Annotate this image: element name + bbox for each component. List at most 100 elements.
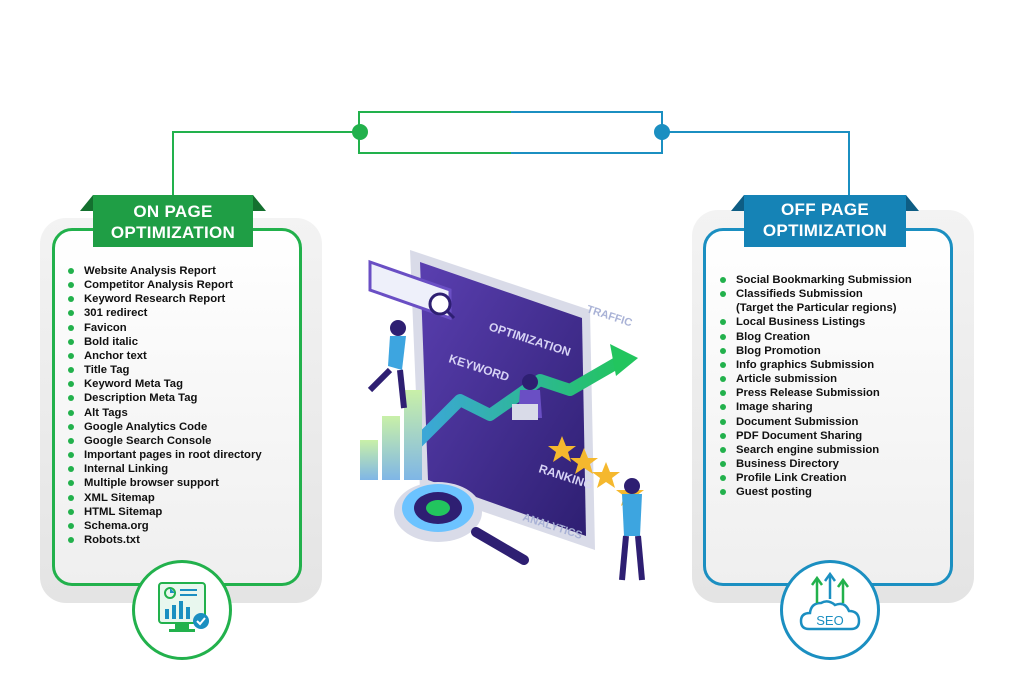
- off-page-list-item-text: PDF Document Sharing: [736, 429, 863, 442]
- seo-cloud-icon: SEO: [799, 571, 861, 631]
- bullet-dot-icon: [720, 291, 726, 298]
- report-analytics-monitor-icon: [158, 582, 209, 632]
- bullet-dot-icon: [720, 347, 726, 354]
- on-page-list-item: Competitor Analysis Report: [68, 278, 262, 292]
- on-page-list-item: Alt Tags: [68, 406, 262, 420]
- left-connector-vertical: [172, 131, 174, 199]
- on-page-panel: [52, 228, 302, 586]
- off-page-list-item-text: Guest posting: [736, 486, 812, 499]
- bullet-dot-icon: [68, 466, 74, 473]
- bullet-dot-icon: [720, 475, 726, 482]
- on-page-list-item: Multiple browser support: [68, 476, 262, 490]
- off-page-list-item-text: Classifieds Submission: [736, 288, 863, 301]
- bullet-dot-icon: [68, 452, 74, 459]
- off-page-list-item-text: Blog Promotion: [736, 344, 821, 357]
- off-page-list-item-text: Blog Creation: [736, 330, 811, 343]
- on-page-title-line1: ON PAGE: [133, 202, 213, 221]
- bullet-dot-icon: [720, 333, 726, 340]
- on-page-list-item-text: Internal Linking: [84, 463, 169, 476]
- analytics-magnifier: [394, 482, 529, 565]
- bullet-dot-icon: [68, 338, 74, 345]
- bullet-dot-icon: [720, 432, 726, 439]
- on-page-list-item: Important pages in root directory: [68, 448, 262, 462]
- seo-cloud-label: SEO: [816, 613, 843, 628]
- bullet-dot-icon: [68, 296, 74, 303]
- on-page-list-item: Schema.org: [68, 519, 262, 533]
- off-page-list-item: Blog Creation: [720, 330, 912, 344]
- search-bar: [368, 259, 456, 321]
- off-page-title-line1: OFF PAGE: [780, 200, 870, 219]
- off-page-list-item-text: (Target the Particular regions): [736, 302, 897, 315]
- off-page-list-item-text: Search engine submission: [736, 443, 880, 456]
- off-page-banner-folds: [731, 195, 919, 211]
- off-page-list-item: Document Submission: [720, 415, 912, 429]
- bullet-dot-icon: [68, 423, 74, 430]
- growth-arrow: [405, 354, 625, 455]
- bullet-dot-icon: [68, 352, 74, 359]
- on-page-list-item-text: Important pages in root directory: [84, 449, 262, 462]
- growth-arrowhead-icon: [610, 344, 638, 376]
- bullet-dot-icon: [720, 489, 726, 496]
- center-connector-box-right-half: [511, 111, 663, 154]
- bullet-dot-icon: [720, 446, 726, 453]
- off-page-list-item: Info graphics Submission: [720, 358, 912, 372]
- off-page-list-item-text: Profile Link Creation: [736, 472, 847, 485]
- bullet-dot-icon: [68, 494, 74, 501]
- bullet-dot-icon: [68, 395, 74, 402]
- off-page-list-item-text: Info graphics Submission: [736, 358, 875, 371]
- on-page-list-item: Description Meta Tag: [68, 391, 262, 405]
- off-page-list-item-text: Social Bookmarking Submission: [736, 274, 912, 286]
- off-page-list-item: (Target the Particular regions): [720, 301, 912, 315]
- off-page-list-item-text: Image sharing: [736, 401, 813, 414]
- off-page-list-item: Business Directory: [720, 457, 912, 471]
- off-page-list-item-text: Press Release Submission: [736, 387, 880, 400]
- bullet-dot-icon: [68, 437, 74, 444]
- on-page-list-item: HTML Sitemap: [68, 505, 262, 519]
- on-page-list-item-text: Anchor text: [84, 349, 147, 362]
- off-page-list-item-text: Local Business Listings: [736, 316, 866, 329]
- on-page-list-item-text: Schema.org: [84, 519, 149, 532]
- on-page-list-item: Keyword Research Report: [68, 292, 262, 306]
- off-page-icon-badge: SEO: [780, 560, 880, 660]
- on-page-list-item-text: Website Analysis Report: [84, 265, 216, 277]
- search-icon: [428, 292, 452, 316]
- on-page-list-item: Google Analytics Code: [68, 420, 262, 434]
- on-page-list-item-text: Google Search Console: [84, 434, 212, 447]
- on-page-list-item: Bold italic: [68, 335, 262, 349]
- right-connector-vertical: [848, 131, 850, 199]
- off-page-list-item-text: Article submission: [736, 373, 838, 386]
- on-page-list-item: Title Tag: [68, 363, 262, 377]
- on-page-list-item-text: Bold italic: [84, 335, 138, 348]
- on-page-list-item-text: Robots.txt: [84, 533, 140, 546]
- bullet-dot-icon: [68, 381, 74, 388]
- bullet-dot-icon: [68, 508, 74, 515]
- on-page-list-item-text: Alt Tags: [84, 406, 128, 419]
- left-connector-dot: [352, 124, 368, 140]
- bullet-dot-icon: [68, 522, 74, 529]
- bullet-dot-icon: [720, 418, 726, 425]
- on-page-list-item-text: Description Meta Tag: [84, 392, 198, 405]
- bullet-dot-icon: [68, 409, 74, 416]
- on-page-list-item: Website Analysis Report: [68, 264, 262, 278]
- seo-illustration: OPTIMIZATION KEYWORD TRAFFIC RANKING ANA…: [360, 250, 645, 581]
- bullet-dot-icon: [720, 376, 726, 383]
- off-page-title-line2: OPTIMIZATION: [762, 221, 888, 240]
- off-page-list-item-text: Business Directory: [736, 458, 839, 471]
- off-page-list-item: Guest posting: [720, 485, 912, 499]
- off-page-list-item: Search engine submission: [720, 443, 912, 457]
- person-at-search: [367, 320, 407, 409]
- on-page-list-item: Google Search Console: [68, 434, 262, 448]
- bullet-dot-icon: [68, 536, 74, 543]
- on-page-title-banner: ON PAGE OPTIMIZATION: [93, 195, 253, 247]
- off-page-list-item: Article submission: [720, 372, 912, 386]
- left-connector-horizontal: [172, 131, 360, 133]
- bullet-dot-icon: [720, 361, 726, 368]
- label-traffic: TRAFFIC: [585, 303, 634, 329]
- on-page-list-item: Keyword Meta Tag: [68, 377, 262, 391]
- off-page-list-item: PDF Document Sharing: [720, 429, 912, 443]
- bullet-dot-icon: [68, 282, 74, 289]
- on-page-list-item: Robots.txt: [68, 533, 262, 547]
- right-connector-dot: [654, 124, 670, 140]
